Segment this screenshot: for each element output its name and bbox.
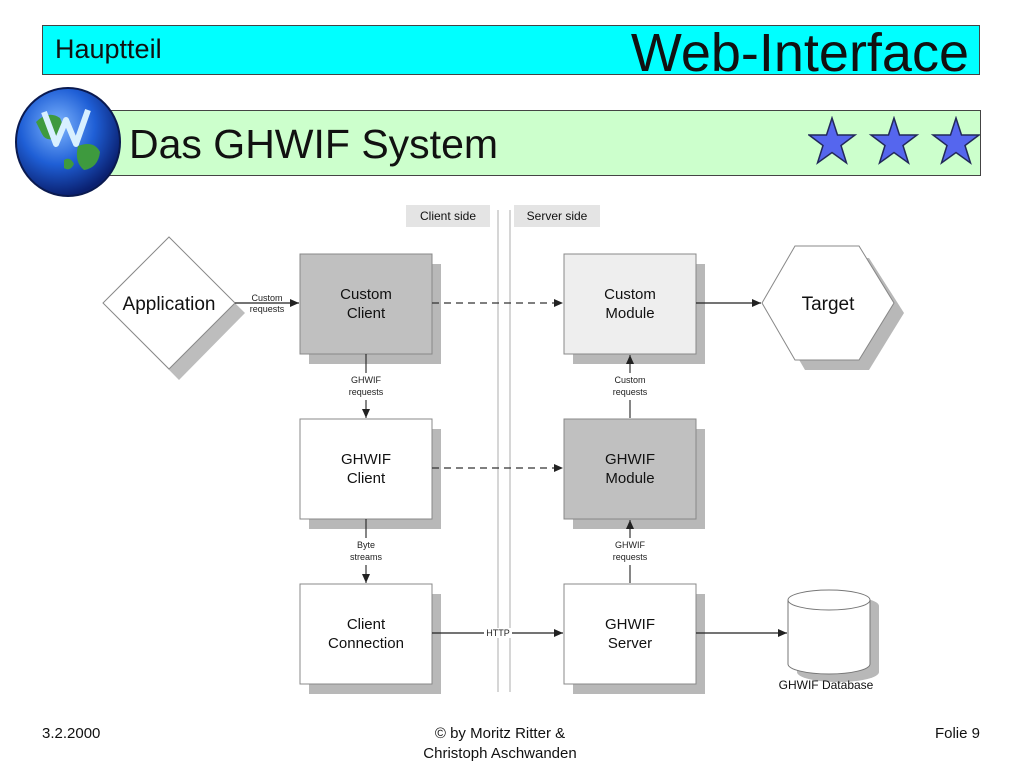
- http-label: HTTP: [486, 628, 510, 638]
- custom-requests-right-2: requests: [613, 387, 648, 397]
- svg-text:Server: Server: [608, 635, 652, 652]
- byte-streams-2: streams: [350, 552, 383, 562]
- svg-text:Client side: Client side: [420, 209, 476, 223]
- client-side-label: Client side: [406, 205, 490, 227]
- svg-text:Module: Module: [605, 305, 654, 322]
- svg-text:Connection: Connection: [328, 635, 404, 652]
- svg-text:Application: Application: [123, 294, 216, 315]
- globe-icon: [15, 87, 121, 197]
- rating-stars: [808, 116, 980, 165]
- custom-module-node: Custom Module: [563, 253, 705, 364]
- star-icon: [808, 116, 858, 165]
- section-label: Hauptteil: [55, 34, 162, 64]
- svg-text:GHWIF: GHWIF: [341, 451, 391, 468]
- footer-copyright: © by Moritz Ritter & Christoph Aschwande…: [400, 724, 600, 764]
- svg-text:Module: Module: [605, 470, 654, 487]
- application-node: Application: [102, 236, 245, 380]
- slide-title: Das GHWIF System: [129, 121, 499, 167]
- svg-text:Client: Client: [347, 616, 386, 633]
- ghwif-requests-right-1: GHWIF: [615, 540, 645, 550]
- svg-text:GHWIF: GHWIF: [605, 616, 655, 633]
- footer-copyright-line-2: Christoph Aschwanden: [423, 745, 577, 762]
- byte-streams-1: Byte: [357, 540, 375, 550]
- svg-text:Target: Target: [802, 294, 856, 315]
- ghwif-client-node: GHWIF Client: [299, 418, 441, 529]
- ghwif-module-node: GHWIF Module: [563, 418, 705, 529]
- target-node: Target: [761, 245, 904, 370]
- footer-date: 3.2.2000: [42, 725, 101, 742]
- deck-title: Web-Interface: [630, 23, 969, 83]
- database-label: GHWIF Database: [779, 678, 874, 692]
- ghwif-server-node: GHWIF Server: [563, 583, 705, 694]
- footer-slide-number: Folie 9: [934, 725, 980, 742]
- ghwif-requests-left-2: requests: [349, 387, 384, 397]
- svg-text:GHWIF: GHWIF: [605, 451, 655, 468]
- ghwif-database-node: GHWIF Database: [779, 589, 879, 692]
- custom-requests-right-1: Custom: [614, 375, 645, 385]
- custom-requests-label-1: Custom: [251, 293, 282, 303]
- svg-text:Custom: Custom: [340, 286, 392, 303]
- svg-text:Server side: Server side: [527, 209, 588, 223]
- header-bar: Hauptteil Web-Interface: [42, 23, 980, 83]
- svg-text:Client: Client: [347, 470, 386, 487]
- ghwif-requests-right-2: requests: [613, 552, 648, 562]
- footer-copyright-line-1: © by Moritz Ritter &: [434, 725, 566, 742]
- svg-text:Client: Client: [347, 305, 386, 322]
- ghwif-requests-left-1: GHWIF: [351, 375, 381, 385]
- star-icon: [930, 116, 980, 165]
- custom-client-node: Custom Client: [299, 253, 441, 364]
- custom-requests-label-2: requests: [250, 304, 285, 314]
- svg-text:Custom: Custom: [604, 286, 656, 303]
- star-icon: [868, 116, 920, 165]
- server-side-label: Server side: [514, 205, 600, 227]
- client-connection-node: Client Connection: [299, 583, 441, 694]
